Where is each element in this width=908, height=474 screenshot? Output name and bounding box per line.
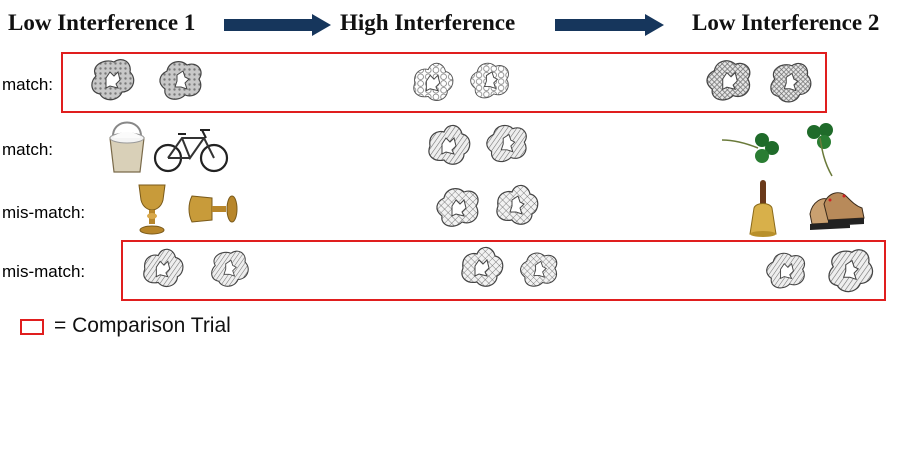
legend-frame-swatch <box>20 319 44 335</box>
shamrock-icon <box>722 133 779 163</box>
bell-icon <box>749 180 777 237</box>
legend-label: = Comparison Trial <box>54 314 231 337</box>
abstract-shape-icon <box>766 252 806 289</box>
phase-title-high-interference: High Interference <box>340 10 516 35</box>
abstract-shape-icon <box>413 62 454 101</box>
abstract-shape-icon <box>143 248 184 288</box>
shamrock-icon <box>807 123 833 177</box>
abstract-shape-icon <box>436 188 479 227</box>
abstract-shape-icon <box>828 249 874 293</box>
abstract-shape-icon <box>211 250 249 287</box>
abstract-shape-icon <box>520 252 558 287</box>
comparison-trial-frame-row-1 <box>61 52 827 113</box>
row-label-mismatch-1: mis-match: <box>2 203 86 222</box>
row-label-match-2: match: <box>2 140 54 159</box>
phase-title-low-interference-2: Low Interference 2 <box>692 10 880 35</box>
abstract-shape-icon <box>470 62 510 99</box>
abstract-shape-icon <box>706 60 751 101</box>
abstract-shape-icon <box>770 62 812 103</box>
shoes-icon <box>809 192 865 230</box>
bucket-icon <box>109 121 145 173</box>
goblet-icon <box>138 184 166 235</box>
comparison-trial-frame-row-4 <box>121 240 886 301</box>
row-label-mismatch-2: mis-match: <box>2 262 86 281</box>
abstract-shape-icon <box>91 59 135 101</box>
bicycle-icon <box>153 129 229 173</box>
abstract-shape-icon <box>496 184 539 225</box>
arrow-right-icon <box>555 14 664 36</box>
abstract-shape-icon <box>159 61 202 100</box>
abstract-shape-icon <box>428 124 471 165</box>
arrow-right-icon <box>224 14 331 36</box>
abstract-shape-icon <box>461 246 504 287</box>
abstract-shape-icon <box>486 124 527 163</box>
row-label-match-1: match: <box>2 75 54 94</box>
phase-title-low-interference-1: Low Interference 1 <box>8 10 196 35</box>
tipped-goblet-icon <box>188 195 238 223</box>
